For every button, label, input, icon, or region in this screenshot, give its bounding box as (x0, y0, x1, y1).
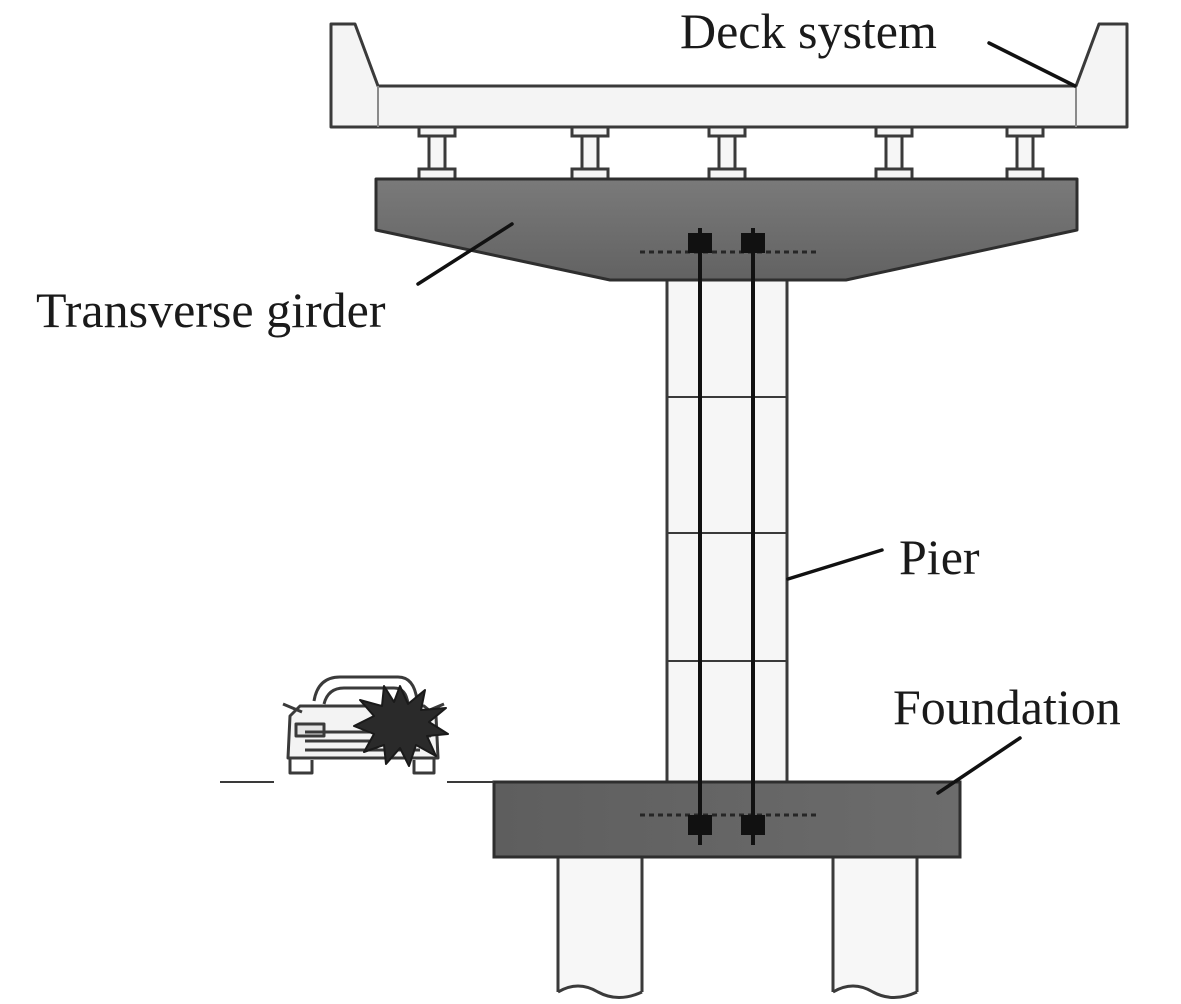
anchor-block-bottom-left (688, 815, 712, 835)
leader-deck-system (987, 41, 1077, 88)
prestressing-tendons (688, 228, 765, 845)
transverse-girder (374, 177, 1079, 282)
pier (665, 274, 789, 786)
bearing (707, 125, 747, 181)
pier-column (665, 274, 789, 786)
leader-transverse-girder (416, 222, 514, 286)
foundation (492, 780, 962, 859)
bearing (1005, 125, 1045, 181)
label-deck-system: Deck system (680, 3, 937, 59)
pile-left (556, 857, 644, 999)
impact-burst-icon (353, 685, 449, 767)
leader-foundation (936, 736, 1022, 795)
label-transverse-girder: Transverse girder (36, 282, 386, 338)
bearing (570, 125, 610, 181)
bearings (417, 125, 1045, 181)
label-pier: Pier (899, 529, 980, 585)
anchor-block-bottom-right (741, 815, 765, 835)
pile-cap (492, 780, 962, 859)
leader-lines (416, 41, 1077, 795)
anchor-block-top-right (741, 233, 765, 253)
bearing (874, 125, 914, 181)
anchor-block-top-left (688, 233, 712, 253)
piles (556, 857, 919, 999)
girder-body (374, 177, 1079, 282)
pile-right (831, 857, 919, 999)
bearing (417, 125, 457, 181)
leader-pier (786, 548, 884, 581)
label-foundation: Foundation (893, 679, 1121, 735)
